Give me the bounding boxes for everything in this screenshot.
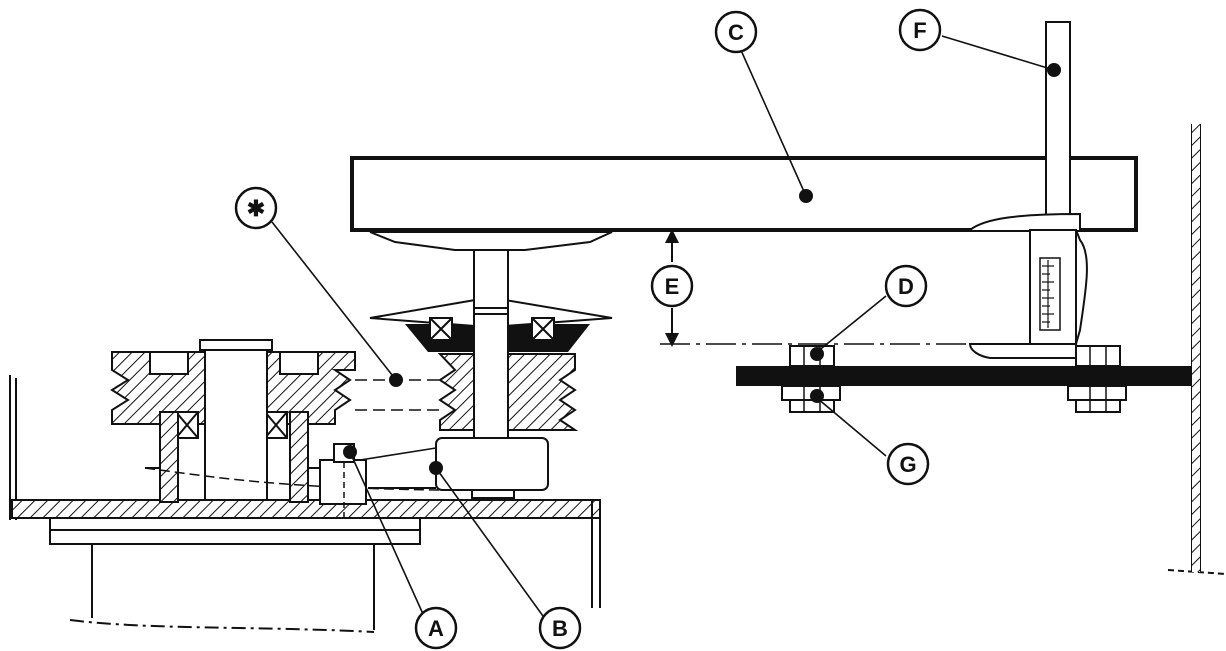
spindle-shaft (473, 229, 509, 441)
svg-text:E: E (665, 274, 680, 299)
left-hub-cap (199, 339, 273, 351)
base-flange-lower (49, 529, 421, 545)
gauge-body-right (1075, 229, 1088, 345)
left-sleeve-r (289, 411, 309, 503)
leaders (271, 35, 1055, 635)
svg-text:A: A (428, 616, 444, 641)
nut-right-top (1075, 345, 1121, 367)
callout-b: B (538, 606, 582, 650)
callout-star: ✱ (234, 186, 278, 230)
idler-bolt-head (319, 459, 367, 505)
svg-text:G: G (899, 452, 916, 477)
deck-right-wall (591, 500, 601, 608)
gauge-foot-top (969, 212, 1081, 231)
deck-frame (9, 375, 17, 520)
base-legs (69, 544, 375, 633)
support-plate (736, 366, 1198, 386)
hub-b (435, 437, 549, 491)
gauge-scale (1039, 257, 1061, 331)
gauge-rod-f (1045, 21, 1071, 223)
callout-d: D (884, 264, 928, 308)
blade-hub (369, 231, 613, 251)
gauge-scale-ticks (1042, 260, 1054, 328)
callout-e: E (650, 264, 694, 308)
svg-text:D: D (898, 274, 914, 299)
leader-dots (343, 63, 1061, 475)
callout-f: F (898, 8, 942, 52)
nut-right-bottom (1067, 385, 1127, 413)
left-hub (204, 339, 268, 501)
callout-g: G (886, 442, 930, 486)
callout-c: C (714, 10, 758, 54)
right-wall-hatch (1192, 124, 1200, 572)
hub-b-base (471, 489, 515, 499)
gauge-foot-bottom (968, 343, 1077, 359)
svg-text:C: C (728, 20, 744, 45)
svg-text:✱: ✱ (247, 196, 265, 221)
base-flange (49, 517, 421, 531)
svg-text:B: B (552, 616, 568, 641)
callout-a: A (414, 606, 458, 650)
left-sleeve-l (159, 411, 179, 503)
svg-text:F: F (913, 18, 926, 43)
